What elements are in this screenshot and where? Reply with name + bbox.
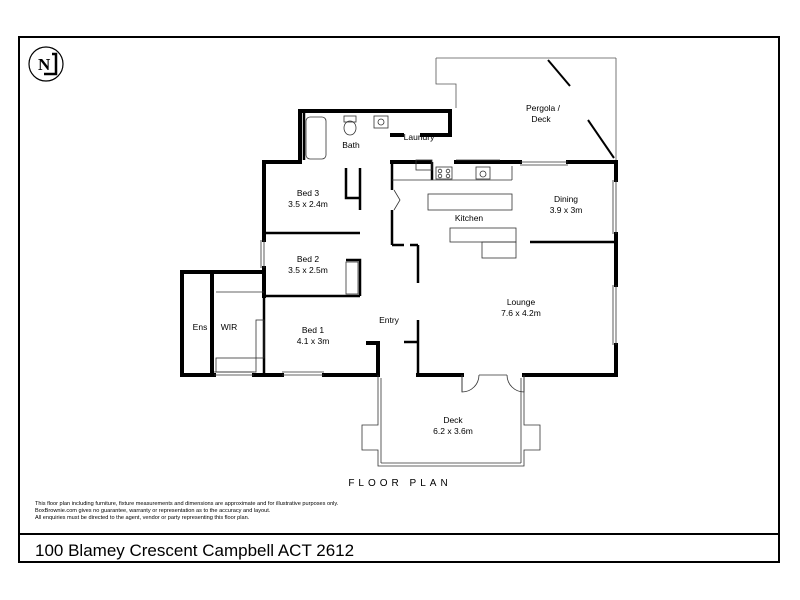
room-size-bed1: 4.1 x 3m xyxy=(297,336,330,346)
compass-letter: N xyxy=(38,55,51,74)
room-label-bed1: Bed 1 xyxy=(302,325,324,335)
room-label-bed3: Bed 3 xyxy=(297,188,319,198)
north-compass-icon: N xyxy=(28,46,64,82)
page-frame xyxy=(18,36,780,563)
room-label-ens: Ens xyxy=(193,322,208,332)
room-label-bed2: Bed 2 xyxy=(297,254,319,264)
pergola-outline xyxy=(435,57,617,162)
plan-title: FLOOR PLAN xyxy=(348,478,452,489)
interior-walls xyxy=(262,111,616,375)
room-label-deck: Deck xyxy=(443,415,463,425)
room-size-deck: 6.2 x 3.6m xyxy=(433,426,473,436)
disclaimer: This floor plan including furniture, fix… xyxy=(35,501,338,522)
room-label-kitchen: Kitchen xyxy=(455,213,484,223)
room-size-lounge: 7.6 x 4.2m xyxy=(501,308,541,318)
exterior-walls xyxy=(180,109,618,377)
room-label-laundry: Laundry xyxy=(404,132,435,142)
room-label-pergola: Pergola / xyxy=(526,103,561,113)
property-address: 100 Blamey Crescent Campbell ACT 2612 xyxy=(35,541,355,560)
room-label-wir: WIR xyxy=(221,322,238,332)
room-label-pergola-line2: Deck xyxy=(531,114,551,124)
room-label-lounge: Lounge xyxy=(507,297,536,307)
disclaimer-line: All enquiries must be directed to the ag… xyxy=(35,515,250,521)
fixtures xyxy=(214,115,617,467)
disclaimer-line: This floor plan including furniture, fix… xyxy=(35,501,339,507)
room-size-bed2: 3.5 x 2.5m xyxy=(288,265,328,275)
room-size-bed3: 3.5 x 2.4m xyxy=(288,199,328,209)
room-label-dining: Dining xyxy=(554,194,578,204)
room-size-dining: 3.9 x 3m xyxy=(550,205,583,215)
room-label-bath: Bath xyxy=(342,140,360,150)
pergola-posts xyxy=(547,59,615,159)
room-label-entry: Entry xyxy=(379,315,400,325)
disclaimer-line: BoxBrownie.com gives no guarantee, warra… xyxy=(35,508,271,514)
footer-divider xyxy=(18,533,780,535)
